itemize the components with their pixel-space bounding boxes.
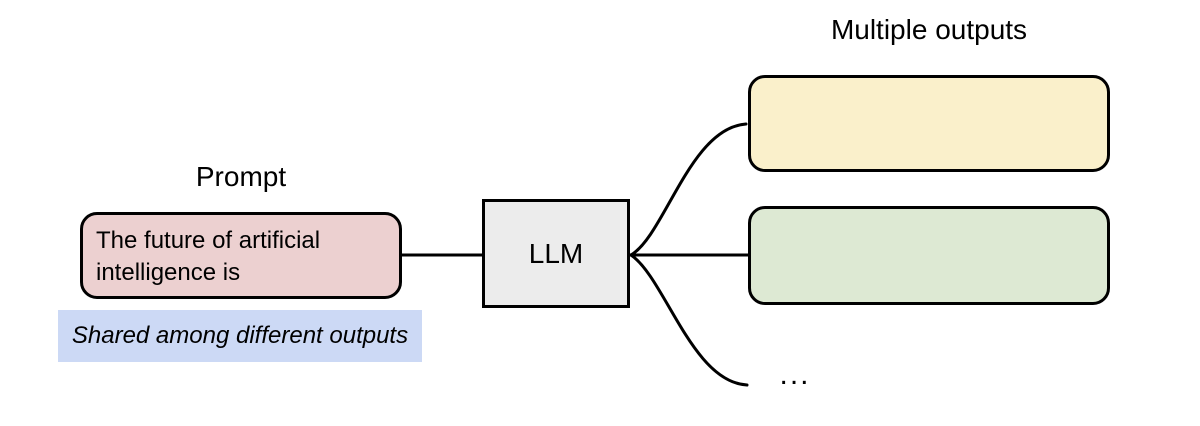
- llm-box-label: LLM: [528, 237, 584, 269]
- more-outputs-ellipsis: ...: [779, 358, 811, 391]
- prompt-box: The future of artificial intelligence is: [80, 212, 402, 299]
- connector-llm-to-ellipsis: [629, 253, 749, 387]
- prompt-label: Prompt: [195, 161, 287, 192]
- connector-llm-to-output-1: [629, 122, 748, 257]
- multiple-outputs-label: Multiple outputs: [830, 14, 1028, 45]
- output-box-2: [748, 206, 1110, 305]
- output-box-1: [748, 75, 1110, 172]
- prompt-box-text: The future of artificial intelligence is: [96, 227, 321, 286]
- shared-note-text: Shared among different outputs: [71, 322, 409, 349]
- shared-note: Shared among different outputs: [58, 310, 422, 362]
- llm-box: LLM: [482, 199, 630, 308]
